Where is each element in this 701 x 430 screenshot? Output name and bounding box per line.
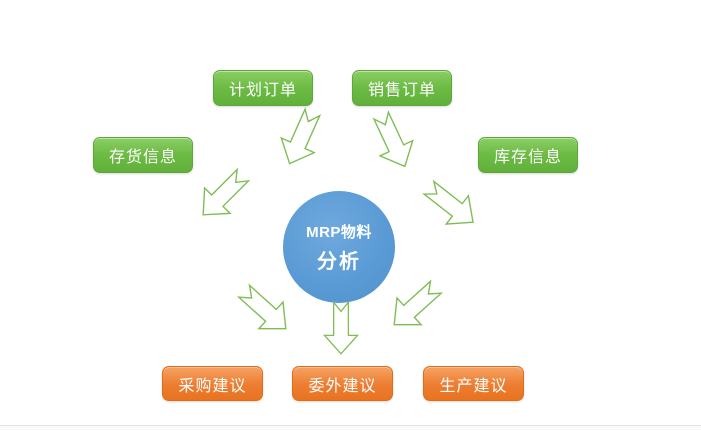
arrow-center-to-outsource-icon xyxy=(322,300,360,355)
bottom-divider xyxy=(0,425,701,426)
bottom-strip xyxy=(0,426,701,430)
output-box-purchase-suggestion: 采购建议 xyxy=(162,366,263,401)
arrow-inventory-info-to-center-icon xyxy=(202,167,251,216)
arrow-stock-info-to-center-icon xyxy=(422,179,474,225)
output-box-purchase-suggestion-label: 采购建议 xyxy=(178,377,247,395)
input-box-stock-info-label: 库存信息 xyxy=(493,149,562,166)
input-box-inventory-info-label: 存货信息 xyxy=(108,149,177,166)
input-box-planned-orders-label: 计划订单 xyxy=(228,82,297,99)
arrow-sales-orders-to-center-icon xyxy=(372,110,414,168)
input-box-stock-info: 库存信息 xyxy=(478,137,578,173)
input-box-planned-orders: 计划订单 xyxy=(213,70,313,106)
output-box-production-suggestion: 生产建议 xyxy=(423,366,524,401)
output-box-outsource-suggestion-label: 委外建议 xyxy=(308,377,377,395)
center-circle-mrp-analysis: MRP物料 分析 xyxy=(283,191,395,303)
center-circle-line2: 分析 xyxy=(317,250,361,273)
input-box-inventory-info: 存货信息 xyxy=(93,137,193,173)
input-box-sales-orders: 销售订单 xyxy=(352,70,452,106)
output-box-production-suggestion-label: 生产建议 xyxy=(439,377,508,395)
output-box-outsource-suggestion: 委外建议 xyxy=(292,366,393,401)
arrow-center-to-production-icon xyxy=(393,279,444,326)
arrow-planned-orders-to-center-icon xyxy=(280,107,322,165)
arrow-center-to-purchase-icon xyxy=(236,283,287,330)
center-circle-line1: MRP物料 xyxy=(306,223,372,241)
input-box-sales-orders-label: 销售订单 xyxy=(367,82,436,99)
